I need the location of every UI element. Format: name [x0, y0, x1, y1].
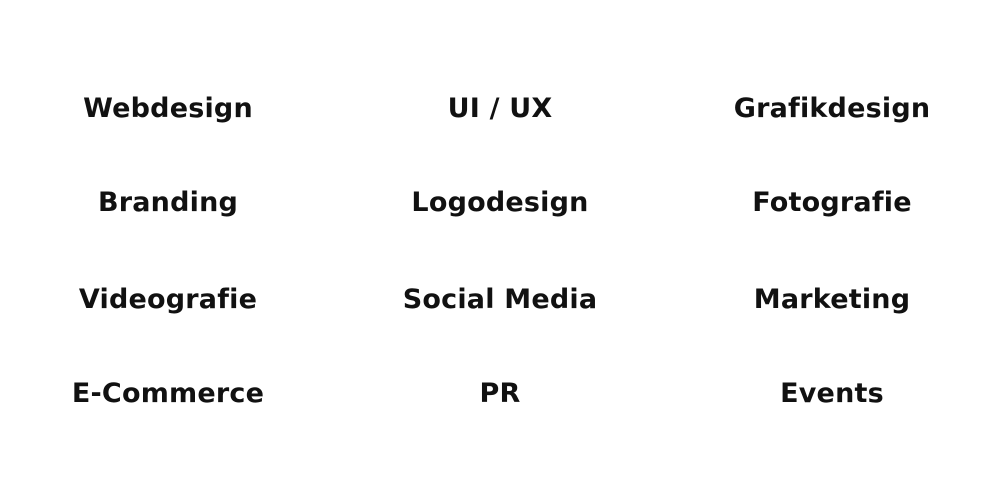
service-marketing[interactable]: Marketing: [753, 284, 911, 315]
service-e-commerce[interactable]: E-Commerce: [71, 378, 265, 409]
service-events[interactable]: Events: [780, 378, 884, 409]
service-grafikdesign[interactable]: Grafikdesign: [733, 93, 931, 124]
service-videografie[interactable]: Videografie: [78, 284, 258, 315]
service-fotografie[interactable]: Fotografie: [752, 187, 912, 218]
service-ui-ux[interactable]: UI / UX: [447, 93, 553, 124]
service-pr[interactable]: PR: [479, 378, 521, 409]
service-logodesign[interactable]: Logodesign: [411, 187, 589, 218]
service-branding[interactable]: Branding: [97, 187, 239, 218]
service-social-media[interactable]: Social Media: [402, 284, 598, 315]
service-webdesign[interactable]: Webdesign: [83, 93, 253, 124]
